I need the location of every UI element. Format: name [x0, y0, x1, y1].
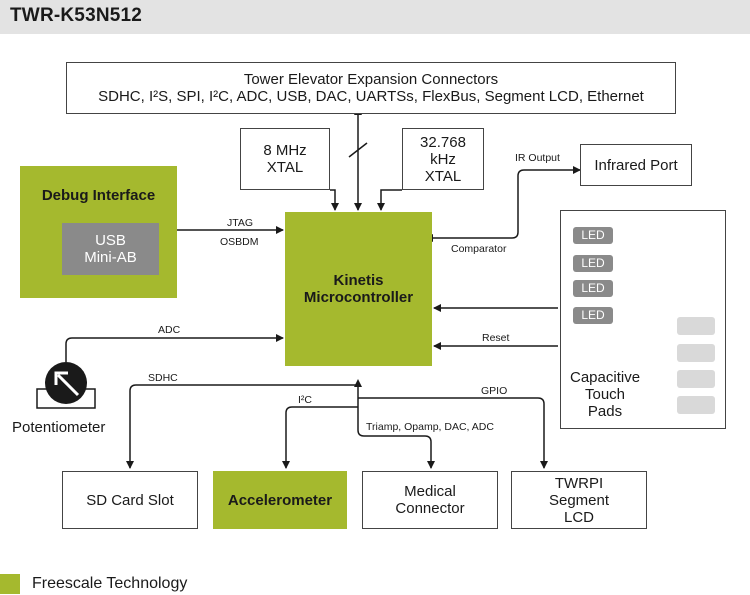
sd-card-label: SD Card Slot [86, 491, 174, 509]
usb-label: USB [95, 232, 126, 249]
twrpi-line3: LCD [563, 508, 594, 526]
potentiometer-symbol [36, 362, 96, 409]
ir-line [425, 166, 581, 242]
adc-label: ADC [158, 324, 181, 336]
triamp-label: Triamp, Opamp, DAC, ADC [366, 421, 494, 433]
twrpi-line1: TWRPI [554, 474, 604, 492]
sd-card-slot-box: SD Card Slot [62, 471, 198, 529]
accelerometer-label: Accelerometer [227, 491, 333, 509]
debug-title: Debug Interface [41, 187, 156, 204]
gpio-label: GPIO [481, 385, 508, 397]
gpio-line [358, 397, 548, 469]
led-4: LED [573, 307, 613, 324]
tower-connectors-box: Tower Elevator Expansion Connectors SDHC… [66, 62, 676, 114]
xtal8-label: XTAL [266, 159, 304, 176]
tower-interfaces: SDHC, I²S, SPI, I²C, ADC, USB, DAC, UART… [98, 88, 644, 105]
medical-connector-box: Medical Connector [362, 471, 498, 529]
touch-line2: Touch [585, 386, 626, 403]
led-2: LED [573, 255, 613, 272]
osbdm-label: OSBDM [220, 236, 259, 248]
touch-pad-4[interactable] [677, 396, 715, 414]
medical-line1: Medical [404, 483, 456, 500]
xtal-8mhz-box: 8 MHz XTAL [240, 128, 330, 190]
mcu-line1: Kinetis [333, 272, 384, 289]
usb-type: Mini-AB [84, 249, 137, 266]
mcu-line2: Microcontroller [303, 289, 414, 306]
xtal-32khz-box: 32.768 kHz XTAL [402, 128, 484, 190]
tower-title: Tower Elevator Expansion Connectors [243, 71, 499, 88]
xtal32-freq: 32.768 [420, 133, 466, 151]
usb-port-box: USB Mini-AB [62, 223, 159, 275]
medical-line2: Connector [395, 500, 465, 517]
accelerometer-box: Accelerometer [213, 471, 347, 529]
legend-swatch [0, 574, 20, 594]
led-1: LED [573, 227, 613, 244]
comparator-label: Comparator [451, 243, 507, 255]
touch-line1: Capacitive [570, 369, 641, 386]
touch-line3: Pads [587, 403, 623, 420]
page-title: TWR-K53N512 [10, 5, 143, 26]
touch-pad-2[interactable] [677, 344, 715, 362]
infrared-port-box: Infrared Port [580, 144, 692, 186]
legend-label: Freescale Technology [32, 575, 188, 592]
xtal8-line [330, 189, 339, 211]
capacitive-touch-panel: LED LED LED LED Capacitive Touch Pads [560, 210, 726, 429]
touch-pad-3[interactable] [677, 370, 715, 388]
kinetis-mcu-box: Kinetis Microcontroller [285, 212, 432, 366]
title-bar: TWR-K53N512 [0, 0, 750, 34]
infrared-label: Infrared Port [594, 156, 678, 174]
twrpi-line2: Segment [548, 491, 610, 509]
i2c-line [282, 406, 358, 469]
xtal32-unit: kHz [430, 150, 456, 168]
medical-line [357, 429, 435, 469]
sdhc-line [126, 384, 358, 469]
bus-slash [348, 142, 368, 158]
adc-line [65, 334, 284, 362]
potentiometer-label: Potentiometer [12, 419, 106, 436]
led-3: LED [573, 280, 613, 297]
jtag-label: JTAG [227, 217, 254, 229]
xtal32-line [377, 189, 402, 211]
touch-pad-1[interactable] [677, 317, 715, 335]
reset-label: Reset [482, 332, 510, 344]
xtal32-label: XTAL [424, 167, 462, 185]
xtal8-freq: 8 MHz [263, 142, 307, 159]
debug-interface-box: Debug Interface USB Mini-AB [20, 166, 177, 298]
twrpi-lcd-box: TWRPI Segment LCD [511, 471, 647, 529]
sdhc-label: SDHC [148, 372, 178, 384]
i2c-label: I²C [298, 394, 312, 406]
touch-label: Capacitive Touch Pads [570, 369, 640, 420]
ir-output-label: IR Output [515, 152, 560, 164]
